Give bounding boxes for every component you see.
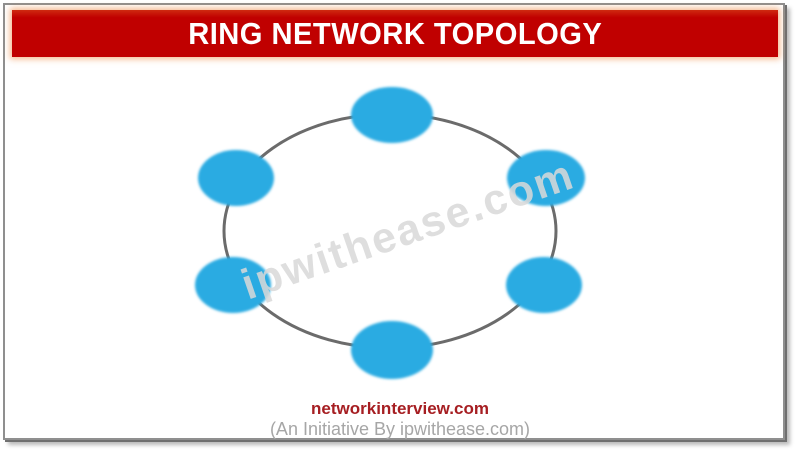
page-title: RING NETWORK TOPOLOGY: [187, 15, 603, 51]
footer-tagline: (An Initiative By ipwithease.com): [269, 419, 531, 439]
footer-site-link: networkinterview.com: [311, 399, 489, 418]
title-banner: RING NETWORK TOPOLOGY: [12, 10, 778, 57]
footer: networkinterview.com (An Initiative By i…: [0, 399, 800, 440]
slide-frame: [3, 3, 785, 440]
